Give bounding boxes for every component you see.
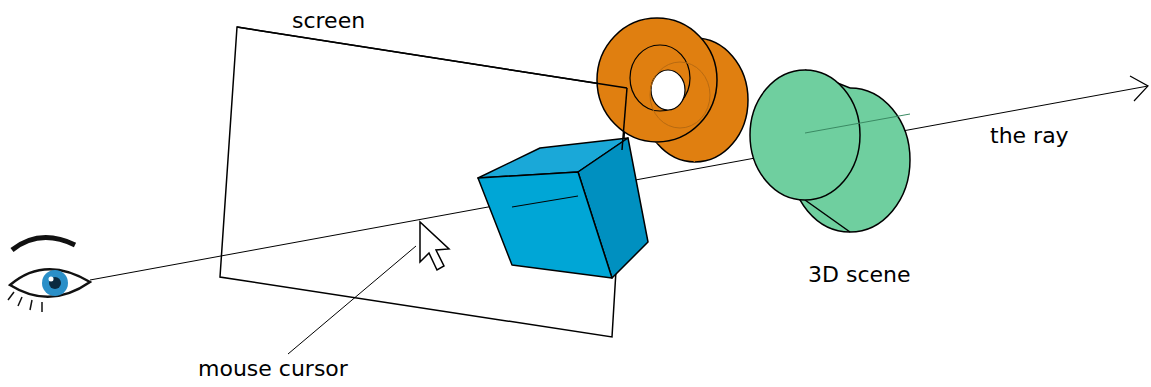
green-cylinder — [750, 70, 910, 232]
leader-line — [288, 246, 416, 354]
screen-label: screen — [292, 8, 365, 33]
scene-label: 3D scene — [808, 262, 911, 287]
mouse-cursor-icon — [420, 222, 449, 270]
screen-edge — [622, 88, 627, 150]
ray-arrowhead — [1130, 76, 1148, 101]
screen-outline — [220, 27, 627, 337]
cursor-label: mouse cursor — [198, 356, 348, 381]
ray-label: the ray — [990, 123, 1069, 148]
blue-cube — [478, 138, 648, 278]
leader-line — [342, 36, 626, 87]
screen-edge — [237, 27, 627, 88]
eye-icon — [8, 238, 90, 312]
